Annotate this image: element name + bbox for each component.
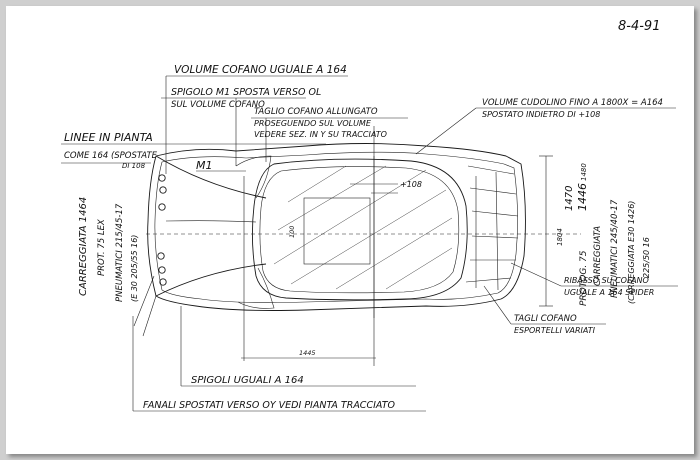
note-cudolino-line2: SPOSTATO INDIETRO DI +108 [482, 110, 600, 119]
svg-text:1470: 1470 [564, 186, 575, 211]
note-fanali: FANALI SPOSTATI VERSO OY VEDI PIANTA TRA… [143, 400, 395, 411]
svg-text:225/50 16: 225/50 16 [642, 237, 651, 278]
note-taglio-cofano: TAGLIO COFANO ALLUNGATO [254, 107, 378, 117]
reference-axes [146, 126, 581, 366]
note-taglio-cofano-line2: PROSEGUENDO SUL VOLUME [254, 119, 372, 128]
svg-text:CARREGGIATA 1464: CARREGGIATA 1464 [78, 197, 89, 296]
note-tagli-cofano-line2: ESPORTELLI VARIATI [514, 326, 596, 335]
note-ribasso-line2: UGUALE A 164 SPIDER [564, 288, 654, 297]
svg-text:PROTOG. 75: PROTOG. 75 [579, 250, 589, 306]
right-side-notes: 1804 1470 PROTOG. 75 1446 1480 CARREGGIA… [556, 163, 651, 306]
svg-text:PNEUMATICI 245/40-17: PNEUMATICI 245/40-17 [610, 199, 620, 298]
label-m1: M1 [196, 159, 213, 172]
front-lamps [157, 174, 167, 286]
note-ribasso: RIBASSO SU COFANO [564, 276, 649, 285]
svg-text:1804: 1804 [556, 228, 564, 246]
note-spigolo-m1-line2: SUL VOLUME COFANO [171, 100, 265, 110]
svg-text:1480: 1480 [580, 163, 588, 181]
note-cudolino: VOLUME CUDOLINO FINO A 1800X = A164 [482, 98, 663, 108]
note-taglio-cofano-line3: VEDERE SEZ. IN Y SU TRACCIATO [254, 130, 387, 139]
car-body-outline [147, 143, 526, 311]
svg-text:(E 30 205/55 16): (E 30 205/55 16) [130, 235, 139, 302]
callout-lines [61, 75, 678, 412]
left-side-notes: CARREGGIATA 1464 PROT. 75 LEX PNEUMATICI… [78, 197, 139, 302]
drawing-sheet: 8-4-91 [6, 6, 694, 454]
label-plus108: +108 [400, 180, 422, 189]
note-linee-pianta-line2: COME 164 (SPOSTATE [64, 151, 158, 161]
note-spigoli-uguali: SPIGOLI UGUALI A 164 [191, 375, 304, 386]
svg-text:1446: 1446 [576, 183, 589, 211]
svg-text:PROT. 75 LEX: PROT. 75 LEX [97, 219, 107, 276]
note-linee-pianta-line3: DI 108 [122, 162, 146, 170]
note-linee-pianta: LINEE IN PIANTA [64, 131, 153, 144]
svg-text:PNEUMATICI 215/45-17: PNEUMATICI 215/45-17 [115, 203, 125, 302]
note-tagli-cofano: TAGLI COFANO [514, 314, 577, 324]
note-spigolo-m1: SPIGOLO M1 SPOSTA VERSO OL [171, 87, 321, 98]
svg-text:CARREGGIATA: CARREGGIATA [593, 226, 603, 286]
dim-1445: 1445 [299, 349, 316, 357]
note-volume-cofano: VOLUME COFANO UGUALE A 164 [174, 64, 347, 76]
car-plan-view-drawing: 8-4-91 [61, 19, 678, 412]
dim-100: 100 [288, 226, 296, 238]
date-label: 8-4-91 [618, 19, 660, 34]
svg-text:(CARREGGIATA E30 1426): (CARREGGIATA E30 1426) [627, 201, 636, 304]
